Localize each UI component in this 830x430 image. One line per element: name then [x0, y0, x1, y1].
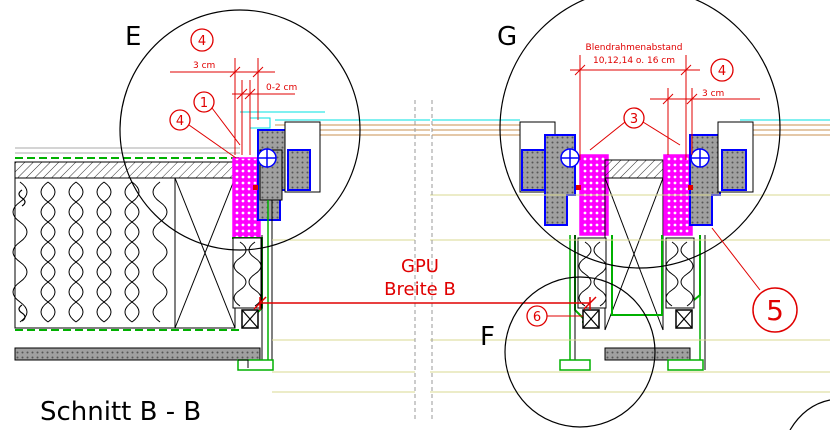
gpu-width-label: Breite B [384, 279, 456, 300]
dimension-0-2cm: 0-2 cm [266, 83, 297, 93]
marker-5: 5 [711, 227, 798, 333]
gpu-label: GPU [401, 256, 439, 277]
svg-text:4: 4 [718, 64, 726, 79]
marker-1: 1 [193, 91, 241, 146]
detail-label-f: F [480, 322, 495, 352]
svg-text:4: 4 [198, 34, 206, 49]
right-window-assembly [432, 119, 830, 371]
detail-circle-g [499, 0, 781, 269]
svg-text:5: 5 [766, 294, 784, 327]
marker-4-top-left: 4 [190, 28, 214, 52]
detail-circle-f [504, 276, 656, 428]
svg-text:1: 1 [200, 96, 208, 111]
svg-text:6: 6 [533, 310, 541, 325]
gpu-dimension [253, 296, 597, 310]
blendrahmen-title: Blendrahmenabstand [586, 43, 683, 53]
section-title: Schnitt B - B [40, 397, 201, 427]
break-line-left [18, 189, 26, 322]
wall-section [12, 147, 261, 361]
dimension-lines-right [570, 55, 760, 160]
detail-label-g: G [497, 22, 517, 52]
marker-4-right: 4 [710, 58, 734, 82]
marker-6: 6 [526, 305, 583, 327]
detail-circle-e [119, 9, 361, 251]
center-break-line [414, 100, 433, 420]
dimension-3cm-right: 3 cm [702, 89, 724, 99]
marker-4-mid-left: 4 [169, 109, 237, 159]
marker-3: 3 [589, 107, 681, 151]
detail-label-e: E [125, 22, 141, 52]
left-window-frame [232, 111, 430, 371]
svg-text:4: 4 [176, 114, 184, 129]
dimension-3cm-left: 3 cm [193, 61, 215, 71]
svg-text:3: 3 [630, 112, 638, 127]
blendrahmen-values: 10,12,14 o. 16 cm [593, 56, 675, 66]
detail-circle-partial [789, 399, 830, 430]
